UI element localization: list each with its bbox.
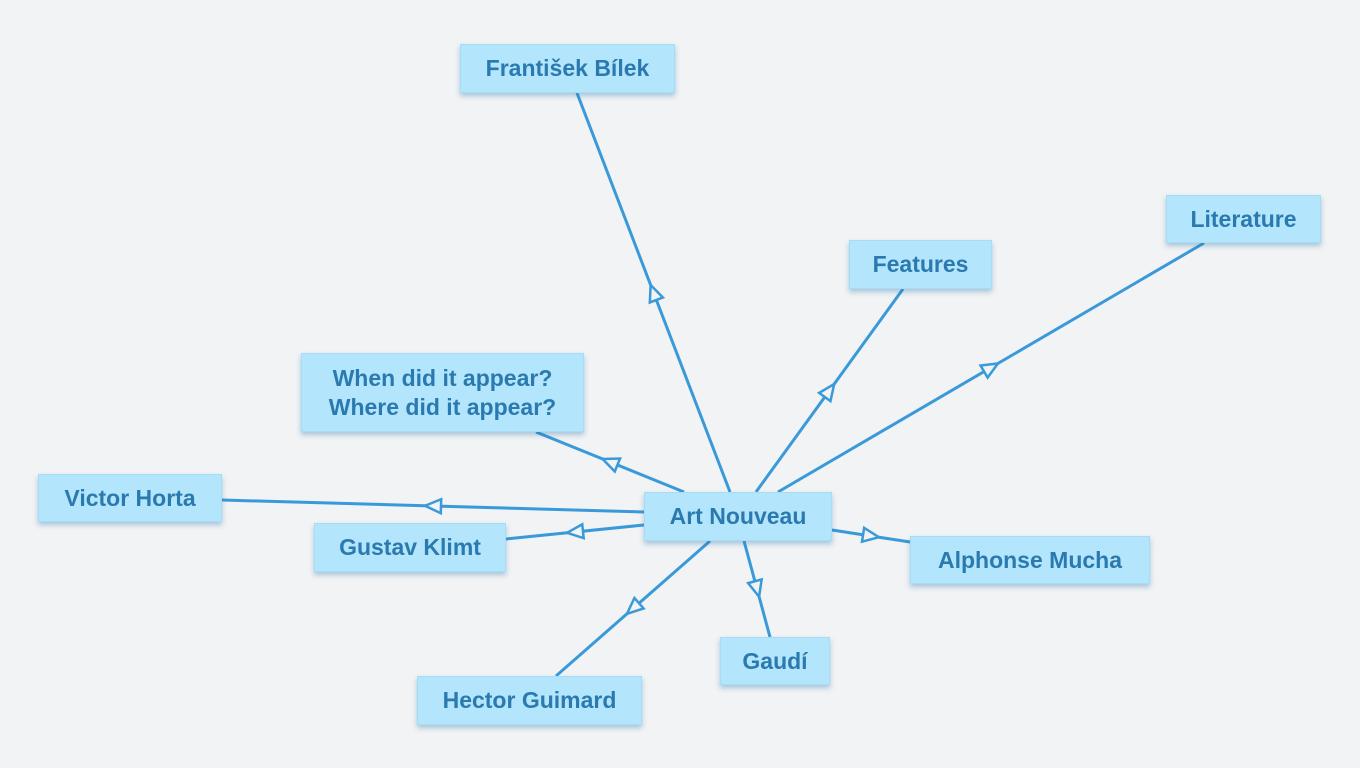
edge-arrow-icon-horta (421, 497, 443, 516)
edge-arrow-icon-gaudi (745, 577, 764, 600)
node-when-where[interactable]: When did it appear? Where did it appear? (301, 353, 584, 432)
node-alphonse-mucha[interactable]: Alphonse Mucha (910, 536, 1150, 584)
edge-guimard (555, 539, 711, 678)
edge-when (535, 430, 685, 494)
edge-arrow-icon-mucha (860, 525, 882, 544)
node-victor-horta[interactable]: Victor Horta (38, 474, 222, 522)
node-art-nouveau[interactable]: Art Nouveau (644, 492, 832, 541)
node-gustav-klimt[interactable]: Gustav Klimt (314, 523, 506, 572)
edge-bilek (575, 92, 732, 493)
edge-arrow-icon-klimt (563, 522, 586, 540)
edge-gaudi (742, 540, 772, 638)
edge-arrow-icon-guimard (624, 595, 646, 616)
node-gaudi[interactable]: Gaudí (720, 637, 830, 685)
edge-features (754, 288, 905, 493)
edge-literature (777, 241, 1205, 494)
edge-arrow-icon-bilek (648, 282, 666, 305)
node-hector-guimard[interactable]: Hector Guimard (417, 676, 642, 725)
edge-arrow-icon-literature (978, 361, 1001, 380)
edge-mucha (831, 525, 911, 544)
edge-arrow-icon-when (599, 457, 622, 474)
edge-klimt (505, 522, 645, 541)
node-frantisek-bilek[interactable]: František Bílek (460, 44, 675, 93)
node-literature[interactable]: Literature (1166, 195, 1321, 243)
edge-horta (221, 497, 645, 516)
edge-arrow-icon-features (816, 381, 837, 404)
node-features[interactable]: Features (849, 240, 992, 289)
